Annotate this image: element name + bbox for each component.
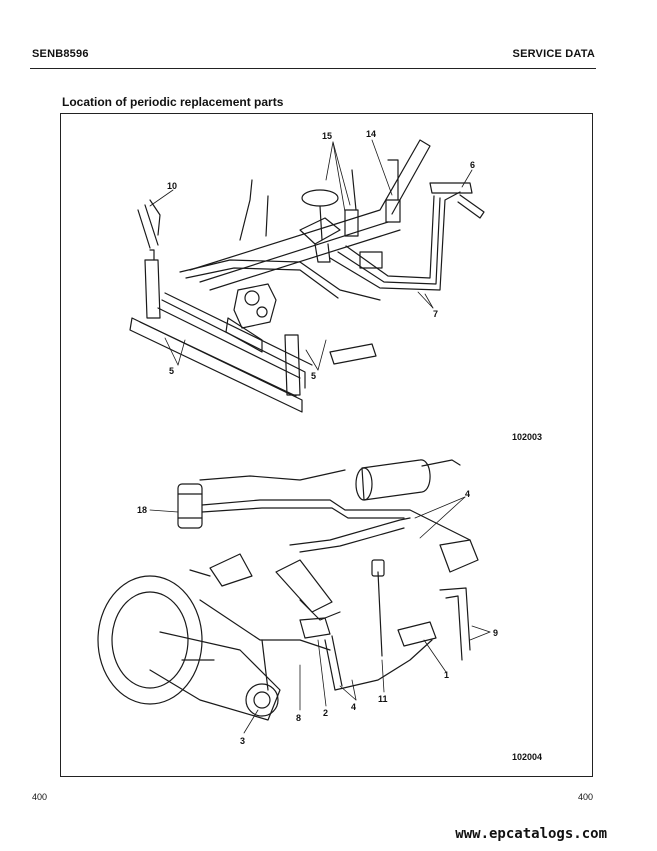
callout-4-top: 4: [465, 489, 471, 499]
figure-frame: [60, 113, 593, 777]
callout-10: 10: [167, 181, 178, 191]
callout-15: 15: [322, 131, 333, 141]
callout-3: 3: [240, 736, 246, 746]
callout-6: 6: [470, 160, 476, 170]
callout-18: 18: [137, 505, 148, 515]
lower-figure-number: 102004: [512, 752, 543, 762]
upper-leader-lines: [149, 139, 473, 371]
callout-4-bottom: 4: [351, 702, 357, 712]
callout-9: 9: [493, 628, 499, 638]
callout-2: 2: [323, 708, 329, 718]
callout-8: 8: [296, 713, 302, 723]
callout-7: 7: [433, 309, 439, 319]
callout-1: 1: [444, 670, 450, 680]
callout-5-left: 5: [169, 366, 175, 376]
callout-5-center: 5: [311, 371, 317, 381]
header-rule: [30, 68, 596, 69]
upper-figure-number: 102003: [512, 432, 543, 442]
watermark: www.epcatalogs.com: [455, 826, 607, 842]
section-title: Location of periodic replacement parts: [62, 95, 284, 109]
callout-11: 11: [378, 694, 388, 704]
upper-frame-piping: [129, 139, 485, 413]
document-number: SENB8596: [32, 48, 89, 60]
page-number-right: 400: [577, 792, 593, 802]
section-name: SERVICE DATA: [512, 48, 595, 60]
page-number-left: 400: [32, 792, 48, 802]
lower-leader-lines: [149, 496, 491, 734]
lower-axle-piping: [97, 459, 479, 721]
callout-14: 14: [366, 129, 377, 139]
